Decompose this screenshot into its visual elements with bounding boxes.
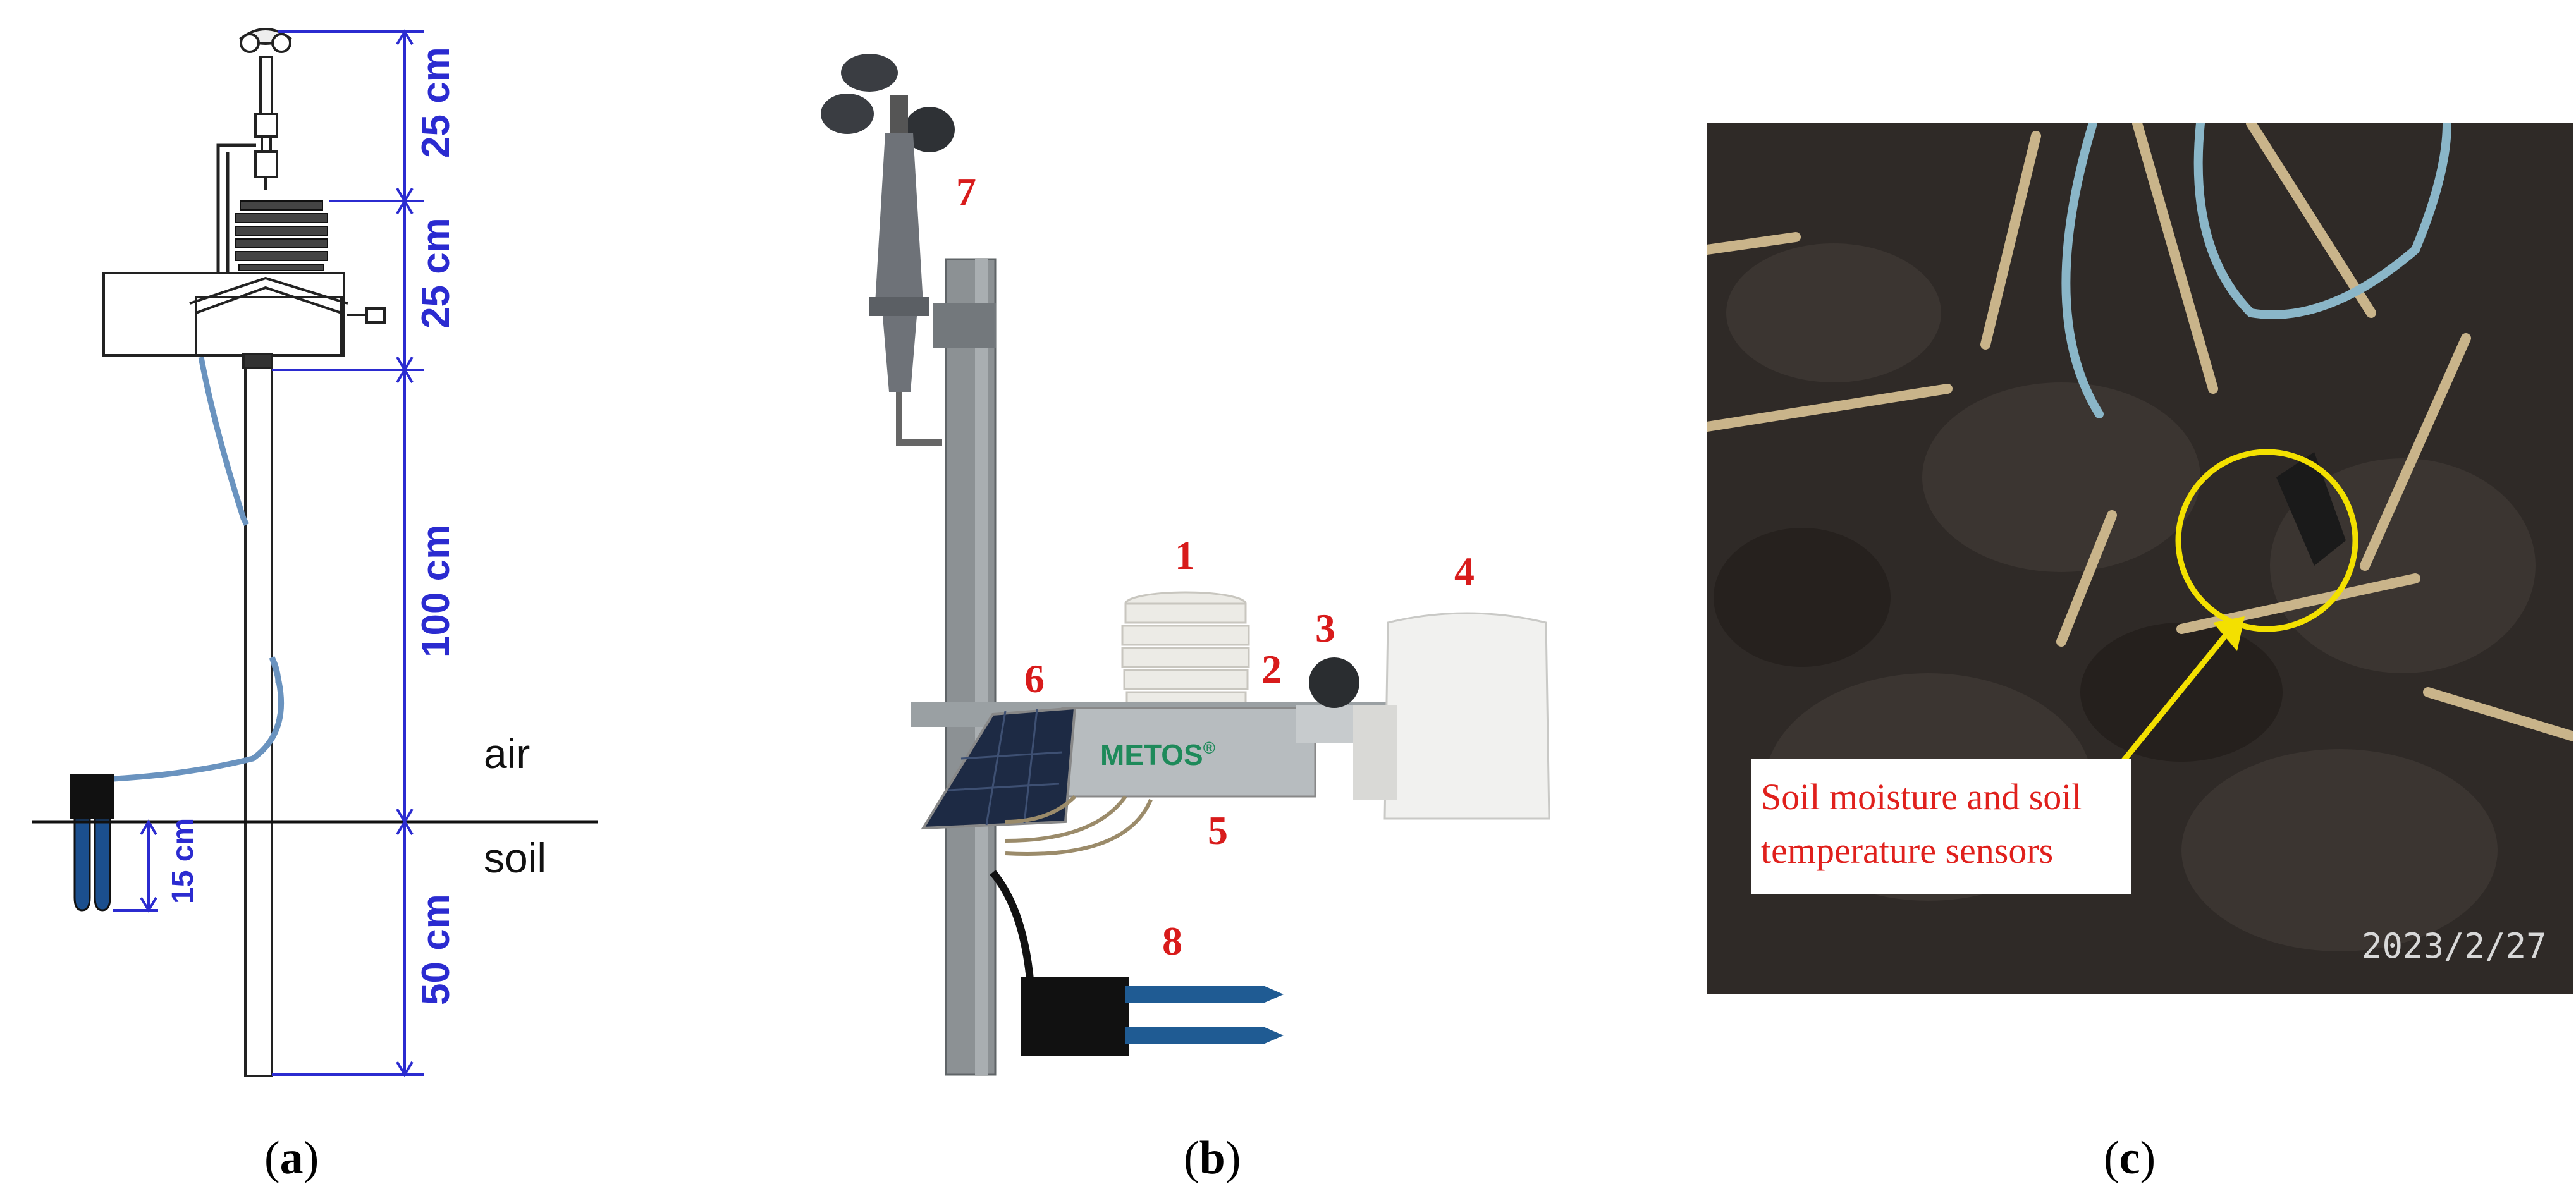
mast xyxy=(945,258,997,1076)
anemometer xyxy=(821,54,996,446)
radiation-shield xyxy=(1121,591,1250,712)
straw-residue xyxy=(1707,123,2573,741)
component-number-5: 5 xyxy=(1208,808,1228,853)
sensor-cables xyxy=(2061,123,2451,418)
dimension-label-probe: 15 cm xyxy=(166,818,200,904)
zone-label-soil: soil xyxy=(484,834,546,881)
annotation-line-2: temperature sensors xyxy=(1761,830,2053,871)
solar-panel xyxy=(921,706,1077,830)
caption-b: (b) xyxy=(1184,1132,1241,1184)
pole-drawing xyxy=(242,353,273,1077)
caption-a: (a) xyxy=(264,1132,319,1184)
sensor-cable xyxy=(113,357,285,782)
component-number-1: 1 xyxy=(1175,533,1195,578)
component-number-4: 4 xyxy=(1454,549,1475,594)
component-number-3: 3 xyxy=(1315,606,1335,650)
component-number-2: 2 xyxy=(1261,647,1282,692)
station-illustration: METOS® 1 2 3 4 5 6 7 8 xyxy=(821,54,1550,1076)
panel-a-schematic: 25 cm 25 cm 100 cm 50 cm 15 cm air soil xyxy=(0,0,759,1113)
sensor-highlight-circle xyxy=(2175,449,2358,632)
component-number-8: 8 xyxy=(1162,918,1182,963)
caption-c: (c) xyxy=(2104,1132,2156,1184)
soil-photo: Soil moisture and soil temperature senso… xyxy=(1707,123,2573,994)
dimension-label-second: 25 cm xyxy=(414,217,458,329)
metos-brand: METOS® xyxy=(1100,738,1215,771)
component-number-7: 7 xyxy=(956,169,976,214)
annotation-line-1: Soil moisture and soil xyxy=(1761,776,2082,817)
dimension-label-below-ground: 50 cm xyxy=(414,894,458,1005)
annotation-box xyxy=(1751,759,2131,894)
soil-sensor-drawing xyxy=(70,774,114,912)
photo-timestamp: 2023/2/27 xyxy=(2362,926,2547,966)
radiation-shield-drawing xyxy=(235,200,328,271)
zone-label-air: air xyxy=(484,730,530,777)
soil-moisture-probe xyxy=(1021,977,1284,1056)
panel-b-station-photo: METOS® 1 2 3 4 5 6 7 8 xyxy=(797,0,1669,1113)
panel-c-field-photo: Soil moisture and soil temperature senso… xyxy=(1707,123,2573,994)
rain-gauge xyxy=(1353,612,1550,820)
component-number-6: 6 xyxy=(1024,656,1045,701)
dimension-label-top: 25 cm xyxy=(414,47,458,158)
anemometer-drawing xyxy=(216,28,292,288)
logger-box-drawing xyxy=(102,272,386,357)
station-schematic: 25 cm 25 cm 100 cm 50 cm 15 cm air soil xyxy=(32,28,598,1077)
dimension-lines xyxy=(113,29,424,1077)
dimension-label-pole: 100 cm xyxy=(414,525,458,657)
